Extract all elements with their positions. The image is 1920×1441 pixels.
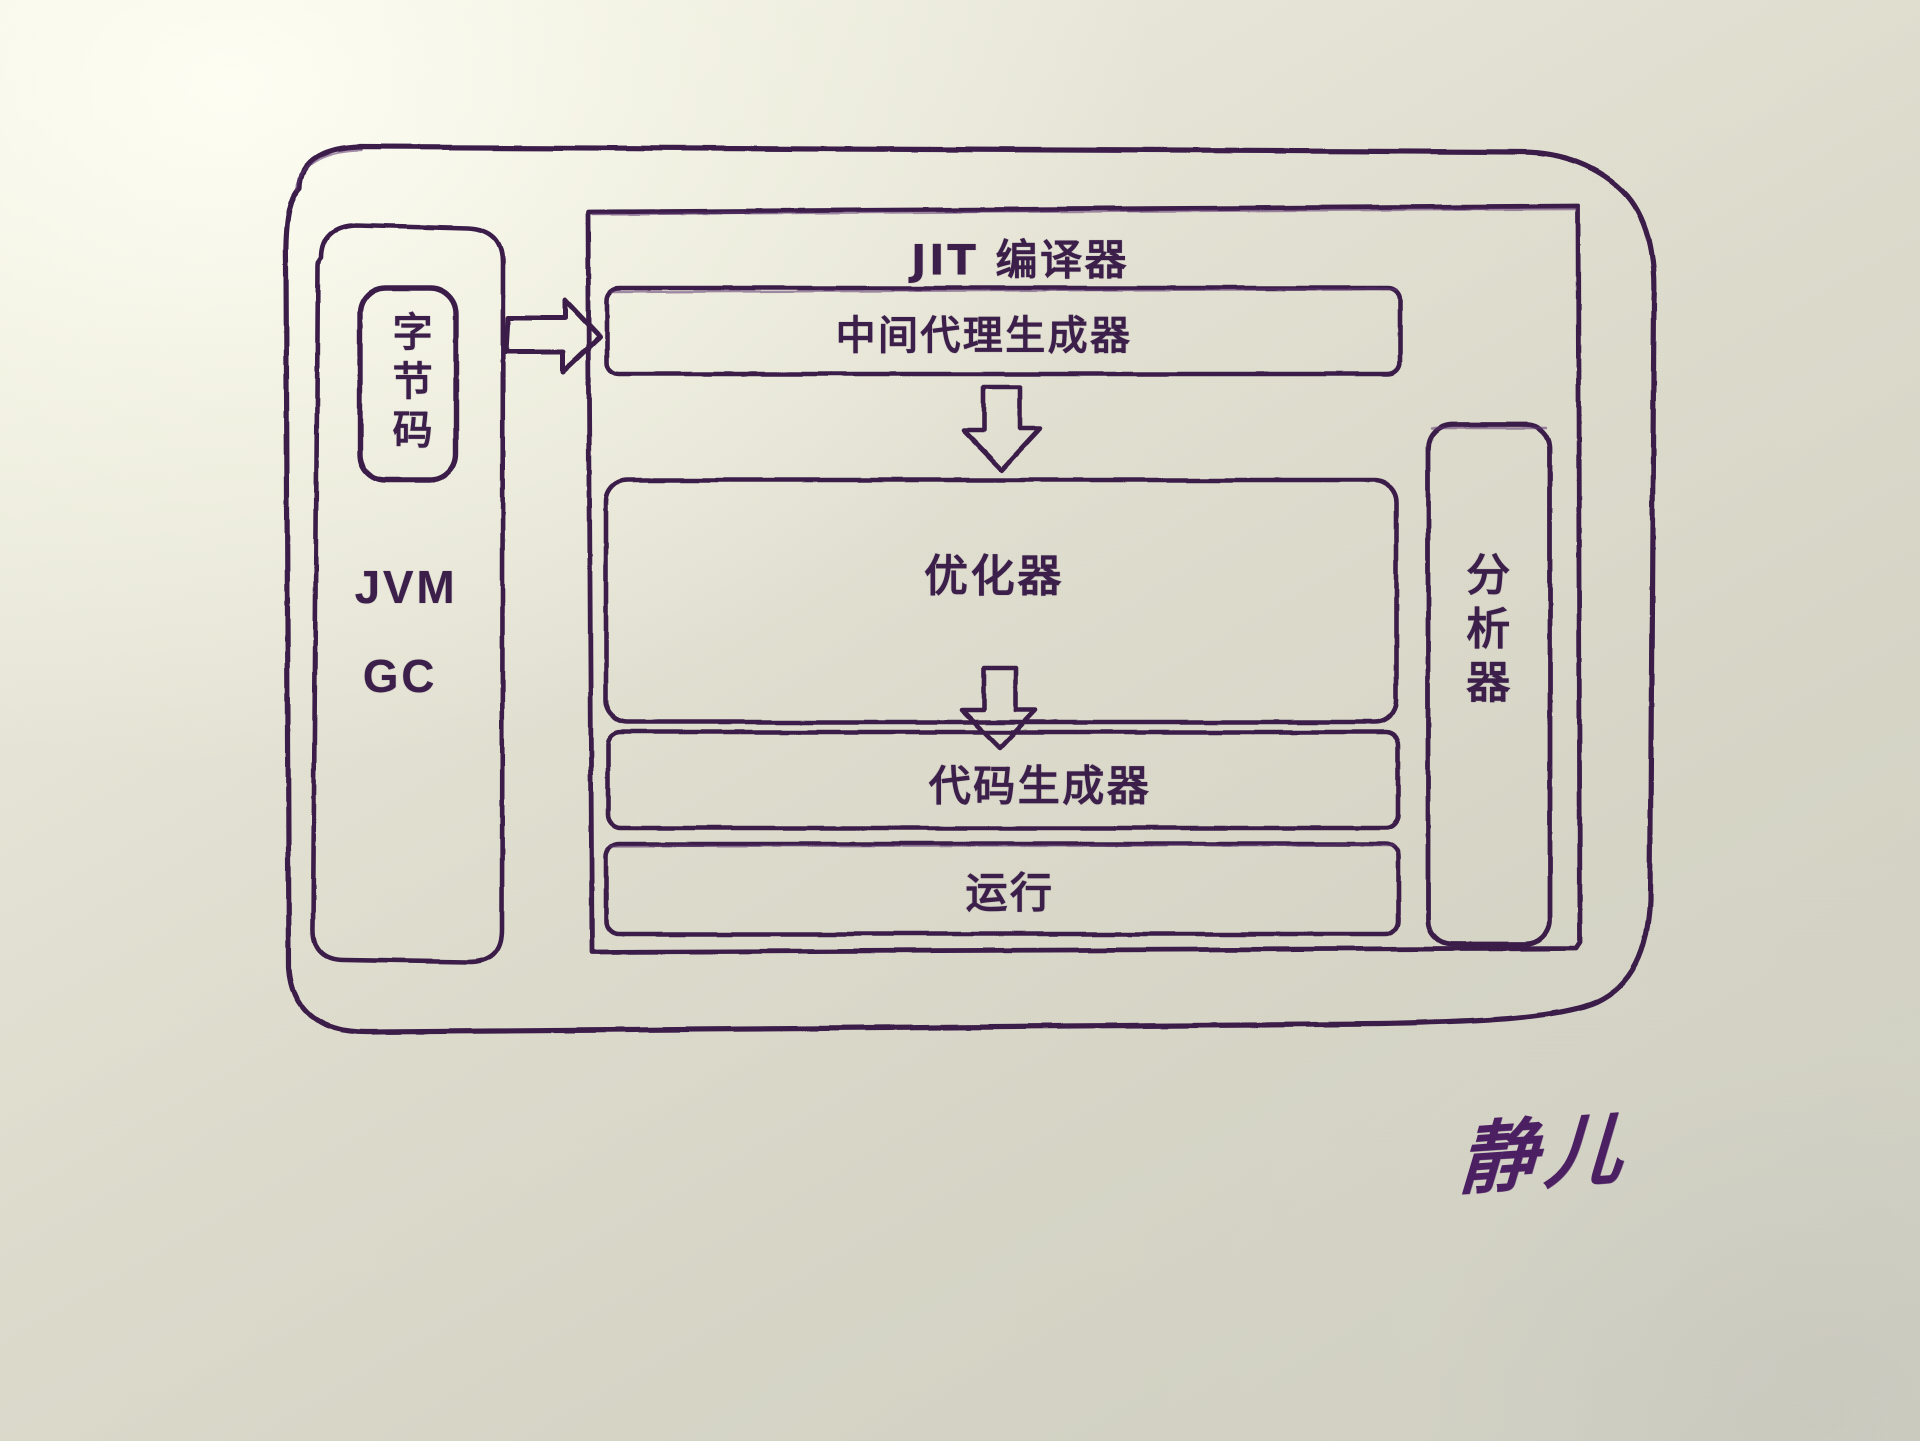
jit-compiler-panel-outline [585,203,1583,955]
bytecode-to-jit-arrow-shape [503,297,603,375]
bytecode-chip-outline [357,285,459,483]
ink-retrace-strokes [294,148,1578,848]
runtime-box-outline [603,841,1401,937]
optimizer-box-outline [603,477,1399,725]
jvm-panel-outline [310,222,506,965]
ir-to-optimizer-arrow-shape [960,384,1043,473]
outer-container-outline [283,144,1657,1035]
profiler-panel-outline [1425,421,1553,947]
code-generator-box-outline [605,729,1401,831]
ir-generator-box-outline [604,285,1403,377]
optimizer-to-codegen-arrow-shape [959,665,1039,751]
